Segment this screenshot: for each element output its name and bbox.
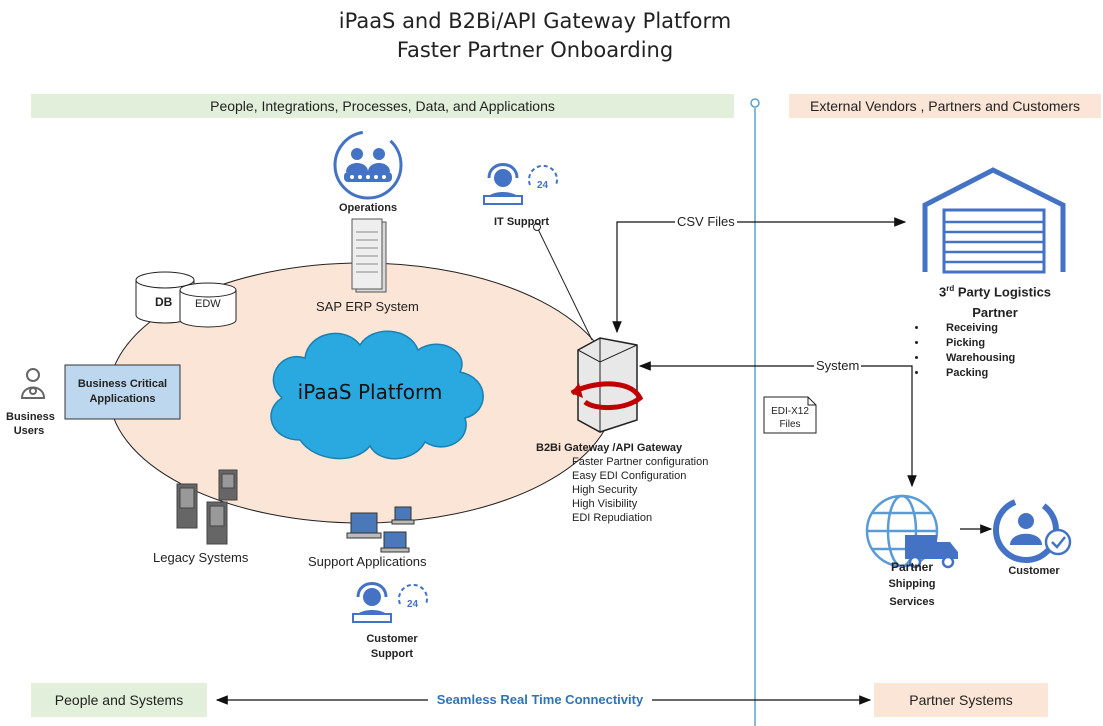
shipping-sub-2: Services — [889, 596, 935, 608]
logistics-suffix: rd — [946, 284, 955, 293]
gateway-label: B2Bi Gateway /API Gateway — [536, 442, 683, 454]
internal-band — [31, 94, 734, 118]
external-band-label: External Vendors , Partners and Customer… — [809, 98, 1081, 114]
logistics-item: Picking — [928, 336, 1015, 351]
truck-icon — [905, 535, 958, 569]
external-band — [789, 94, 1101, 118]
gateway-feature: EDI Repudiation — [572, 512, 653, 524]
shipping-title: Partner — [890, 560, 934, 574]
gateway-feature: Easy EDI Configuration — [572, 470, 687, 482]
edi-files-label: EDI-X12 Files — [771, 406, 809, 430]
customer-icon — [993, 497, 1072, 563]
logistics-list: Receiving Picking Warehousing Packing — [912, 321, 1015, 381]
edw-label: EDW — [195, 298, 221, 310]
db-label: DB — [155, 295, 173, 309]
logistics-number: 3 — [938, 284, 947, 300]
gateway-feature: Faster Partner configuration — [572, 456, 709, 468]
sap-label: SAP ERP System — [316, 299, 419, 314]
support-apps-label: Support Applications — [308, 554, 427, 569]
people-systems-band — [31, 683, 207, 717]
shipping-sub-1: Shipping — [888, 578, 936, 590]
system-flow-label: System — [814, 358, 862, 373]
it-support-label: IT Support — [494, 216, 549, 228]
sap-server-icon — [351, 218, 387, 293]
logistics-title-text: Party Logistics — [957, 284, 1052, 300]
gateway-feature: High Security — [572, 484, 638, 496]
partner-systems-band — [874, 683, 1048, 717]
gateway-features: Faster Partner configuration Easy EDI Co… — [572, 455, 708, 525]
legacy-label: Legacy Systems — [153, 550, 249, 565]
it-support-connector — [536, 226, 593, 341]
internal-band-label: People, Integrations, Processes, Data, a… — [210, 98, 555, 114]
operations-icon — [333, 130, 403, 200]
edi-file-icon — [763, 396, 817, 434]
ipaas-label: iPaaS Platform — [297, 380, 443, 404]
it-support-connector-end — [533, 223, 541, 231]
customer-support-label: Customer Support — [366, 633, 418, 660]
warehouse-icon — [922, 167, 1066, 274]
partner-systems-label: Partner Systems — [909, 692, 1013, 708]
business-user-icon — [20, 368, 46, 399]
bca-label: Business Critical Applications — [77, 378, 168, 405]
logistics-item: Packing — [928, 366, 1015, 381]
system-flow-line — [638, 361, 917, 488]
support-apps-icon — [346, 506, 415, 553]
business-users-label: Business Users — [6, 411, 55, 437]
connectivity-label: Seamless Real Time Connectivity — [430, 692, 650, 707]
edw-cylinder-icon — [179, 282, 237, 328]
title-line-1: iPaaS and B2Bi/API Gateway Platform — [338, 9, 732, 33]
operations-label: Operations — [339, 202, 398, 214]
logistics-sub: Partner — [972, 305, 1018, 320]
csv-flow-label: CSV Files — [675, 214, 737, 229]
title-line-2: Faster Partner Onboarding — [396, 38, 674, 62]
logistics-title: 3rd Party Logistics — [922, 284, 1068, 299]
bca-box — [64, 364, 181, 420]
ipaas-cloud — [270, 330, 484, 460]
svg-text:24: 24 — [537, 180, 549, 191]
csv-flow-line — [612, 217, 907, 334]
it-support-icon: 24 — [483, 163, 558, 205]
people-systems-label: People and Systems — [54, 692, 184, 708]
gateway-server-icon — [570, 337, 644, 433]
customer-support-icon: 24 — [352, 582, 428, 623]
customer-label: Customer — [1008, 565, 1060, 577]
logistics-item: Receiving — [928, 321, 1015, 336]
svg-text:24: 24 — [407, 599, 419, 610]
legacy-servers-icon — [176, 469, 238, 545]
gateway-feature: High Visibility — [572, 498, 638, 510]
shipping-globe-icon — [865, 494, 939, 568]
boundary-node — [750, 98, 760, 108]
logistics-item: Warehousing — [928, 351, 1015, 366]
